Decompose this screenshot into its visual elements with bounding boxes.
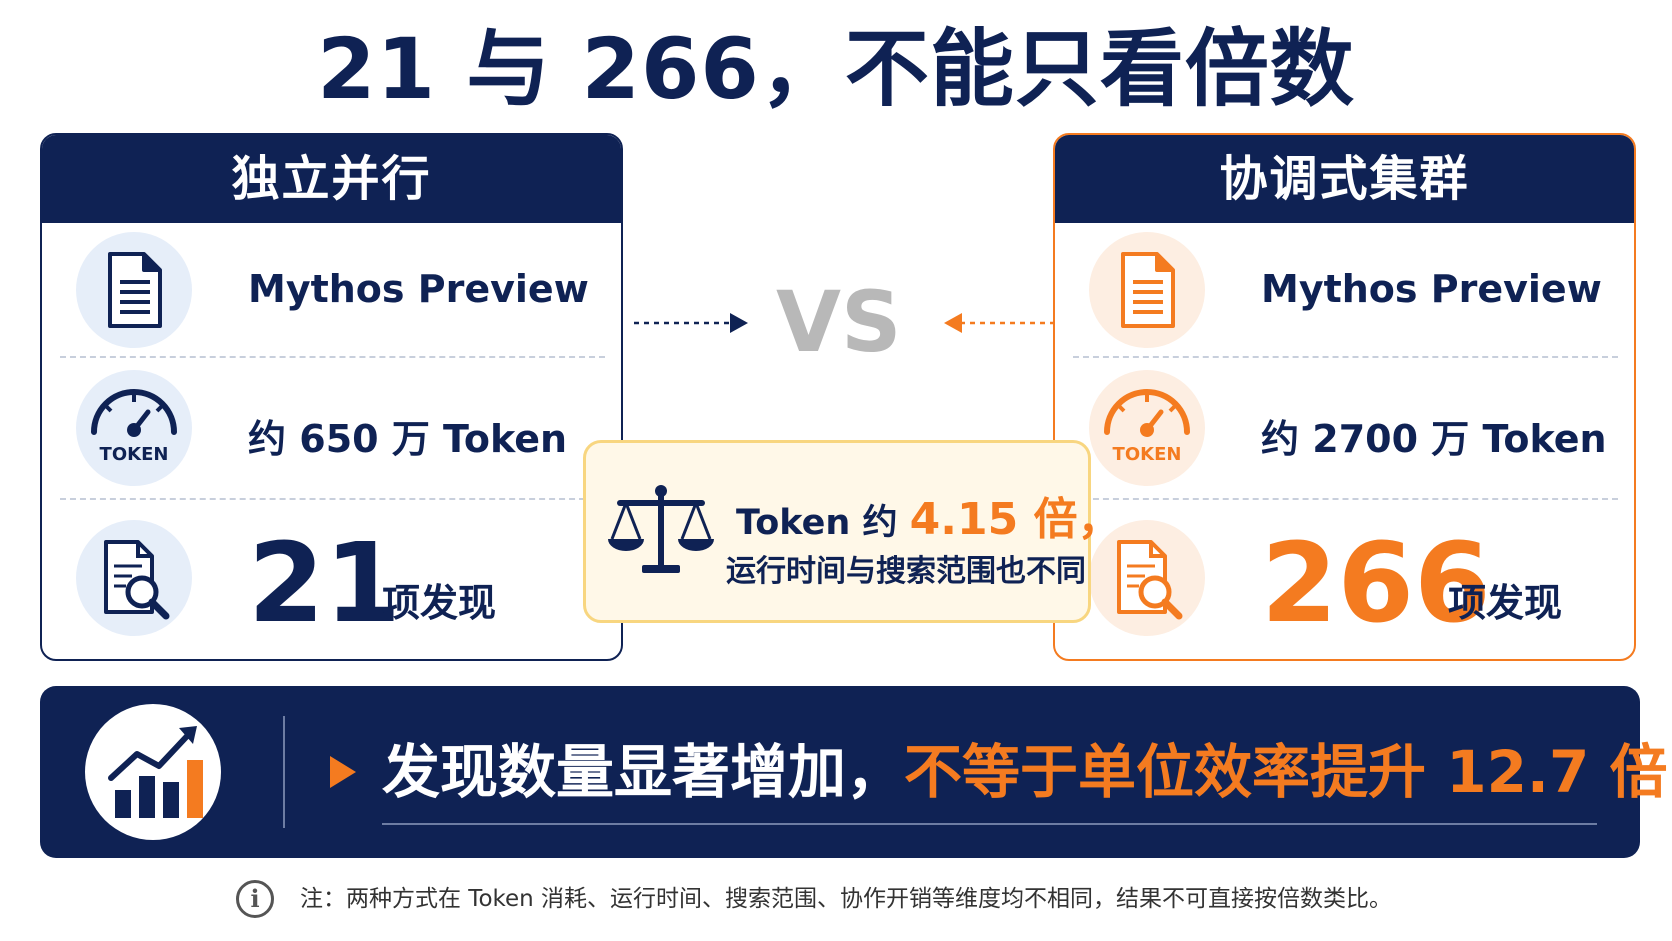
vs-label: VS [776, 273, 902, 371]
gauge-icon: TOKEN [1089, 370, 1205, 486]
ratio-value: 4.15 倍， [909, 494, 1122, 545]
findings-count: 21 [248, 519, 402, 647]
model-row: Mythos Preview [1055, 223, 1634, 356]
arrow-left-icon [944, 313, 962, 333]
token-row: TOKEN 约 2700 万 Token [1055, 358, 1634, 498]
model-name: Mythos Preview [248, 267, 589, 311]
divider [60, 498, 605, 500]
token-suffix: 万 Token [1431, 417, 1607, 461]
coordinated-cluster-card: 协调式集群 Mythos Preview TOKEN [1053, 133, 1636, 661]
footnote: 注：两种方式在 Token 消耗、运行时间、搜索范围、协作开销等维度均不相同，结… [300, 886, 1393, 912]
scale-icon [608, 485, 714, 573]
token-value: 2700 [1312, 417, 1419, 461]
findings-count: 266 [1261, 519, 1491, 647]
token-value: 650 [299, 417, 379, 461]
document-search-icon [1089, 520, 1205, 636]
divider [60, 356, 605, 358]
token-row: TOKEN 约 650 万 Token [42, 358, 621, 498]
findings-label: 项发现 [382, 581, 497, 625]
arrow-right-icon [730, 313, 748, 333]
independent-parallel-card: 独立并行 Mythos Preview TOKEN [40, 133, 623, 661]
model-name: Mythos Preview [1261, 267, 1602, 311]
conclusion-banner: 发现数量显著增加，不等于单位效率提升 12.7 倍 [40, 686, 1668, 858]
findings-label: 项发现 [1448, 581, 1563, 625]
gauge-icon: TOKEN [76, 370, 192, 486]
divider [1073, 498, 1618, 500]
token-suffix: 万 Token [391, 417, 568, 461]
page-title: 21 与 266，不能只看倍数 [317, 20, 1355, 118]
card-header: 独立并行 [42, 135, 621, 223]
token-icon-text: TOKEN [1113, 444, 1182, 465]
banner-underline [382, 823, 1597, 825]
token-amount: 约 2700 万 Token [1261, 408, 1607, 463]
conclusion-text: 发现数量显著增加，不等于单位效率提升 12.7 倍 [382, 736, 1668, 808]
document-search-icon [76, 520, 192, 636]
model-row: Mythos Preview [42, 223, 621, 356]
token-amount: 约 650 万 Token [248, 408, 567, 463]
info-icon: i [236, 880, 274, 918]
token-prefix: 约 [248, 417, 287, 461]
play-arrow-icon [330, 756, 356, 788]
findings-row: 266 项发现 [1055, 500, 1634, 659]
document-icon [1089, 232, 1205, 348]
vs-arrows [634, 313, 1056, 333]
findings-row: 21 项发现 [42, 500, 621, 659]
divider [1073, 356, 1618, 358]
token-icon-text: TOKEN [100, 444, 169, 465]
growth-chart-icon [85, 704, 221, 840]
conclusion-highlight: 不等于单位效率提升 12.7 倍 [904, 738, 1668, 806]
card-header: 协调式集群 [1055, 135, 1634, 223]
ratio-callout: Token 约 4.15 倍， 运行时间与搜索范围也不同 [583, 440, 1122, 623]
conclusion-main: 发现数量显著增加， [382, 738, 905, 806]
ratio-prefix: Token 约 [736, 503, 898, 543]
ratio-line: Token 约 4.15 倍， [736, 483, 1122, 547]
token-prefix: 约 [1261, 417, 1300, 461]
document-icon [76, 232, 192, 348]
banner-separator [283, 716, 285, 828]
ratio-subtext: 运行时间与搜索范围也不同 [726, 554, 1086, 589]
